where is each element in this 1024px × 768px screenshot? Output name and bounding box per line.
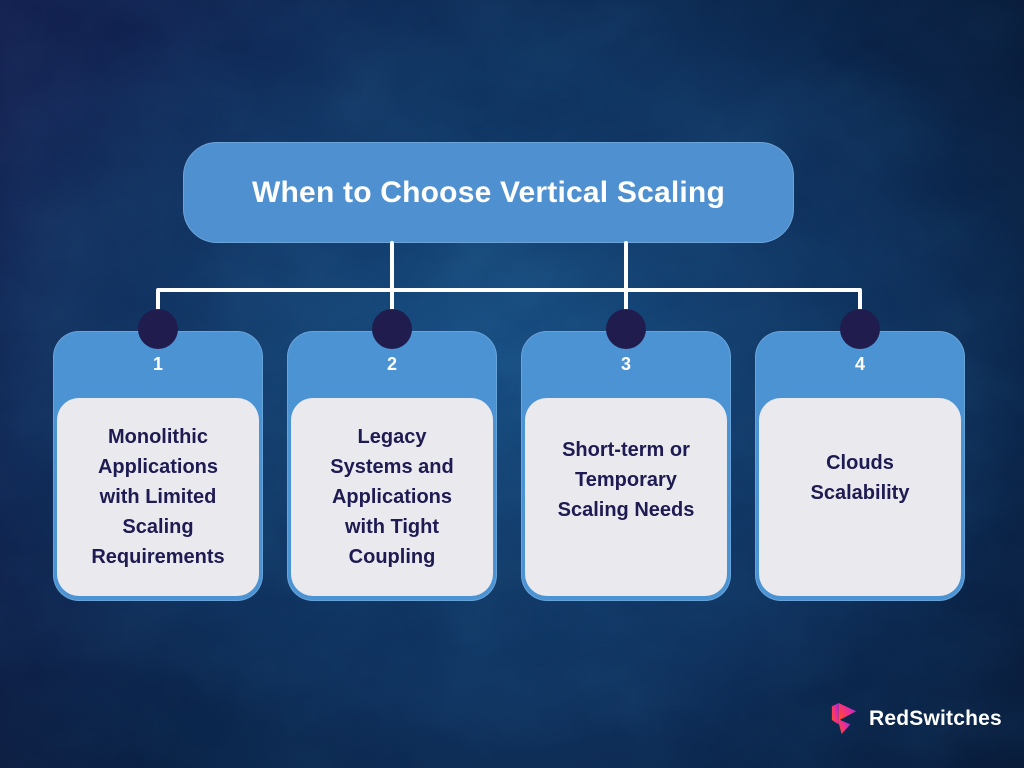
card-1: 1 Monolithic Applications with Limited S… bbox=[53, 331, 263, 601]
connector-title-drop-right bbox=[624, 241, 628, 290]
brand-name: RedSwitches bbox=[869, 707, 1002, 730]
card-2: 2 Legacy Systems and Applications with T… bbox=[287, 331, 497, 601]
redswitches-r-icon bbox=[828, 701, 861, 737]
connector-dot-1 bbox=[138, 309, 178, 349]
connector-drop-2 bbox=[390, 290, 394, 312]
card-2-body: Legacy Systems and Applications with Tig… bbox=[291, 398, 493, 596]
card-number: 4 bbox=[854, 354, 865, 374]
card-number: 1 bbox=[152, 354, 163, 374]
card-text: Clouds Scalability bbox=[810, 452, 910, 504]
title-banner: When to Choose Vertical Scaling bbox=[183, 142, 794, 243]
connector-horizontal-bus bbox=[156, 288, 862, 292]
connector-drop-1 bbox=[156, 290, 160, 312]
connector-title-drop-left bbox=[390, 241, 394, 290]
connector-dot-2 bbox=[372, 309, 412, 349]
connector-dot-4 bbox=[840, 309, 880, 349]
card-text: Short-term or Temporary Scaling Needs bbox=[557, 439, 695, 521]
connector-drop-4 bbox=[858, 290, 862, 312]
connector-dot-3 bbox=[606, 309, 646, 349]
redswitches-logo: RedSwitches bbox=[828, 699, 1002, 739]
card-text: Monolithic Applications with Limited Sca… bbox=[91, 426, 225, 568]
card-text: Legacy Systems and Applications with Tig… bbox=[330, 426, 454, 568]
card-number: 2 bbox=[386, 354, 397, 374]
card-4-body: Clouds Scalability bbox=[759, 398, 961, 596]
card-3: 3 Short-term or Temporary Scaling Needs bbox=[521, 331, 731, 601]
card-1-body: Monolithic Applications with Limited Sca… bbox=[57, 398, 259, 596]
card-number: 3 bbox=[620, 354, 631, 374]
card-3-body: Short-term or Temporary Scaling Needs bbox=[525, 398, 727, 596]
page-title: When to Choose Vertical Scaling bbox=[252, 175, 725, 209]
connector-drop-3 bbox=[624, 290, 628, 312]
card-4: 4 Clouds Scalability bbox=[755, 331, 965, 601]
